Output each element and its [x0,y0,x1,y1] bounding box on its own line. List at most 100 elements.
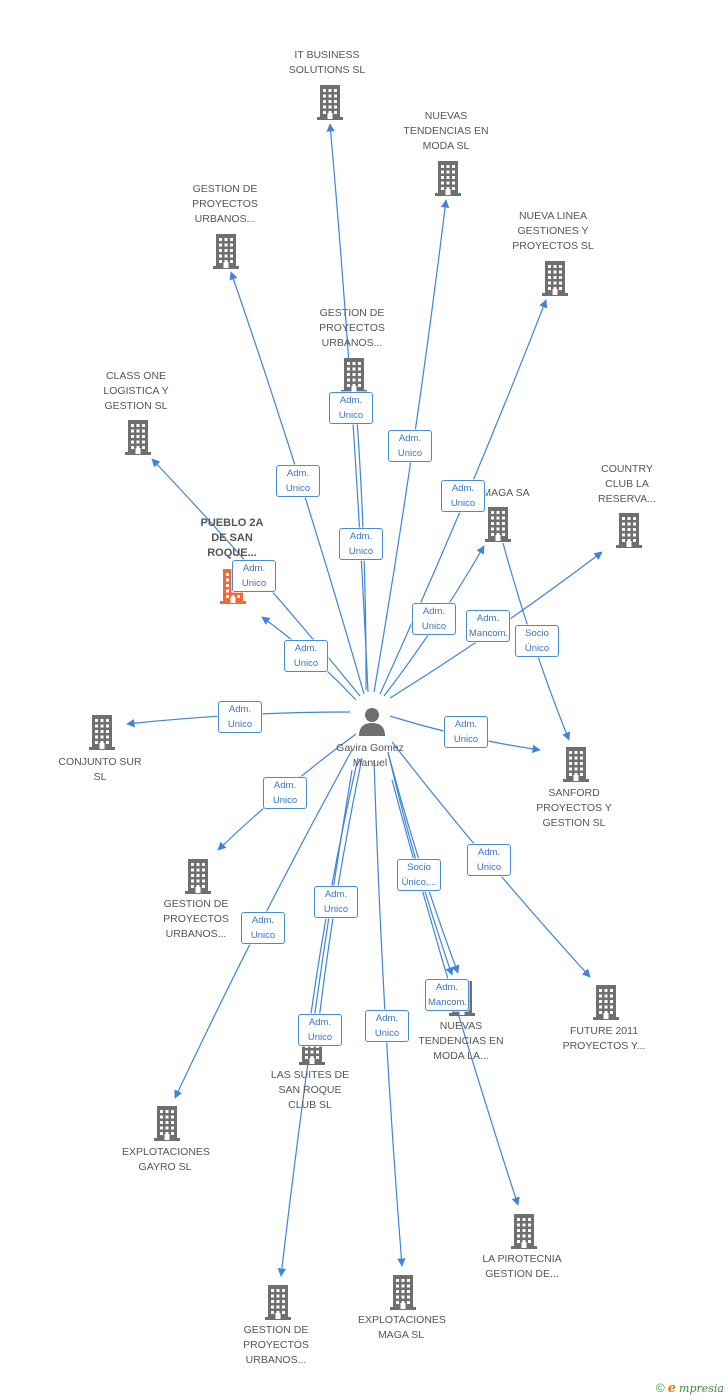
relation-label-line: Unico [293,658,319,669]
company-label-sanford[interactable]: SANFORD PROYECTOS Y GESTION SL [536,787,612,829]
company-icon-class-one[interactable] [121,419,155,455]
relation-label-line: Unico [272,795,298,806]
relation-label[interactable]: Adm. Unico [241,912,285,944]
relation-label[interactable]: Adm. Unico [339,528,383,560]
relation-label[interactable]: Adm. Mancom. [425,979,469,1011]
company-icon-future-2011[interactable] [589,984,623,1020]
company-label-gestion-urbanos-2[interactable]: GESTION DE PROYECTOS URBANOS... [319,307,385,349]
relation-label-line: Adm. [477,847,501,858]
relation-label-line: Adm. [454,719,478,730]
company-icon-conjunto-sur[interactable] [85,714,119,750]
relation-label-line: Unico [374,1028,400,1039]
company-icon-explotaciones-maga[interactable] [386,1274,420,1310]
relation-label[interactable]: Adm. Unico [314,886,358,918]
relation-label[interactable]: Adm. Unico [263,777,307,809]
relation-label-line: Unico [450,498,476,509]
company-label-nuevas-tendencias-la[interactable]: NUEVAS TENDENCIAS EN MODA LA... [418,1020,504,1062]
company-label-pueblo-2a[interactable]: PUEBLO 2A DE SAN ROQUE... [200,517,264,559]
company-icon-la-pirotecnia[interactable] [507,1213,541,1249]
company-icon-gestion-urbanos-1[interactable] [209,233,243,269]
person-icon[interactable] [355,705,389,739]
company-icon-country-club[interactable] [612,512,646,548]
brand-initial: e [667,1380,677,1396]
relation-label-line: Unico [227,719,253,730]
relation-label[interactable]: Adm. Unico [365,1010,409,1042]
relation-label[interactable]: Adm. Unico [284,640,328,672]
brand-name: mpresia [679,1381,724,1395]
company-icon-it-business[interactable] [313,84,347,120]
relation-label[interactable]: Adm.Unico [467,844,511,876]
relation-label-line: Adm. [228,704,252,715]
relation-label-line: Unico [453,734,479,745]
relation-label-line: Socio [525,628,549,639]
relation-label-line: Único [524,643,550,654]
person-name[interactable]: Gavira Gomez Manuel [336,742,404,769]
relation-label-line: Unico [241,578,267,589]
relation-label-line: Adm. [476,613,500,624]
relation-label-line: Adm. [294,643,318,654]
relation-label-line: Adm. [349,531,373,542]
relation-label-line: Adm. [242,563,266,574]
relation-label-line: Adm. [251,915,275,926]
relation-label-line: Adm. [398,433,422,444]
company-label-gestion-urbanos-3[interactable]: GESTION DE PROYECTOS URBANOS... [163,898,229,940]
relation-label-line: Unico [421,621,447,632]
company-icon-sanford[interactable] [559,746,593,782]
company-label-class-one[interactable]: CLASS ONE LOGISTICA Y GESTION SL [103,370,169,412]
relation-label[interactable]: Adm. Unico [276,465,320,497]
relation-label-line: Mancom. [469,628,509,639]
company-icon-maga-sa[interactable] [481,506,515,542]
company-icon-gestion-urbanos-2[interactable] [337,357,371,393]
company-icon-gestion-urbanos-4[interactable] [261,1284,295,1320]
relation-label[interactable]: Adm. Unico [218,701,262,733]
company-label-maga-sa[interactable]: MAGA SA [482,487,530,499]
relation-label[interactable]: Adm. Unico [444,716,488,748]
relation-label-line: Unico [307,1032,333,1043]
relation-label[interactable]: Adm. Unico [298,1014,342,1046]
company-icon-explotaciones-gayro[interactable] [150,1105,184,1141]
relation-label-line: Unico [397,448,423,459]
relation-label-line: Adm. [286,468,310,479]
relation-label-line: Adm. [451,483,475,494]
relation-label-line: Adm. [308,1017,332,1028]
relation-label[interactable]: Adm. Unico [441,480,485,512]
relation-label-line: Adm. [339,395,363,406]
relation-label-line: Adm. [375,1013,399,1024]
relation-label-line: Adm. [273,780,297,791]
relation-label[interactable]: Adm. Unico [329,392,373,424]
relation-label[interactable]: Adm. Unico [388,430,432,462]
company-label-conjunto-sur[interactable]: CONJUNTO SUR SL [58,756,142,783]
company-label-la-pirotecnia[interactable]: LA PIROTECNIA GESTION DE... [482,1253,562,1280]
company-icon-gestion-urbanos-3[interactable] [181,858,215,894]
company-label-nueva-linea[interactable]: NUEVA LINEA GESTIONES Y PROYECTOS SL [512,210,594,252]
company-label-future-2011[interactable]: FUTURE 2011 PROYECTOS Y... [562,1025,646,1052]
company-label-gestion-urbanos-4[interactable]: GESTION DE PROYECTOS URBANOS... [243,1324,309,1366]
company-icon-nuevas-tendencias-1[interactable] [431,160,465,196]
company-icon-nueva-linea[interactable] [538,260,572,296]
company-label-explotaciones-gayro[interactable]: EXPLOTACIONES GAYRO SL [122,1146,210,1173]
relation-label-line: Unico [338,410,364,421]
relation-label-line: Unico [348,546,374,557]
relation-label[interactable]: Adm. Mancom. [466,610,510,642]
relation-label[interactable]: Adm. Unico [232,560,276,592]
relation-label-line: Socio [407,862,431,873]
relation-label-line: Unico [285,483,311,494]
relation-label-line: Adm. [422,606,446,617]
relation-label[interactable]: Adm. Unico [412,603,456,635]
relation-label-line: Adm. [324,889,348,900]
company-label-gestion-urbanos-1[interactable]: GESTION DE PROYECTOS URBANOS... [192,183,258,225]
relation-label-line: Unico [323,904,349,915]
company-label-las-suites[interactable]: LAS SUITES DE SAN ROQUE CLUB SL [270,1069,350,1111]
copyright-symbol: © [655,1381,665,1395]
company-label-it-business[interactable]: IT BUSINESS SOLUTIONS SL [288,49,366,76]
company-label-country-club[interactable]: COUNTRY CLUB LA RESERVA... [598,463,656,505]
company-label-nuevas-tendencias-1[interactable]: NUEVAS TENDENCIAS EN MODA SL [403,110,489,152]
relation-label-line: Unico [250,930,276,941]
relation-label-line: Adm. [435,982,459,993]
relation-label-line: Mancom. [428,997,468,1008]
company-label-explotaciones-maga[interactable]: EXPLOTACIONES MAGA SL [358,1314,446,1341]
